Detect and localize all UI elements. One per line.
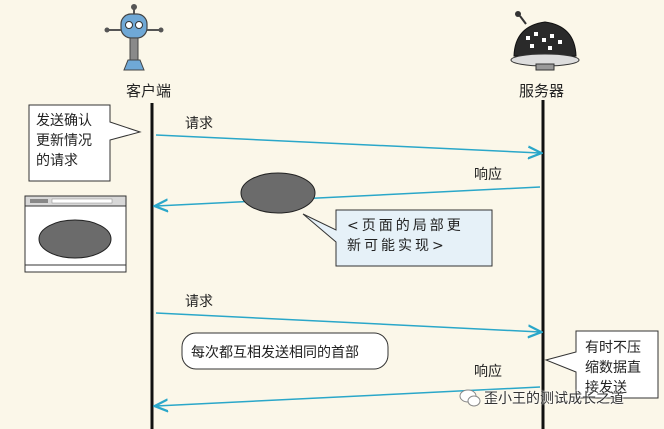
partial-update-note bbox=[302, 209, 493, 267]
request2-label: 请求 bbox=[185, 294, 213, 310]
same-headers-note-text: 每次都互相发送相同的首部 bbox=[191, 345, 359, 361]
same-headers-note bbox=[181, 332, 389, 370]
request1-label: 请求 bbox=[185, 116, 213, 132]
client-request-note-text: 发送确认 更新情况 的请求 bbox=[36, 113, 92, 169]
client-request-note bbox=[28, 104, 142, 182]
server-push-note bbox=[544, 330, 659, 399]
server-push-note-text: 有时不压 缩数据直 接发送 bbox=[585, 340, 641, 396]
response1-label: 响应 bbox=[474, 167, 502, 183]
response2-arrow bbox=[156, 386, 541, 406]
request1-arrow bbox=[155, 134, 540, 153]
client-label: 客户端 bbox=[126, 82, 172, 100]
response-blob bbox=[240, 172, 316, 214]
response2-label: 响应 bbox=[474, 364, 502, 380]
robot-server-icon bbox=[510, 11, 580, 71]
watermark-text: 歪小王的测试成长之道 bbox=[484, 391, 624, 407]
server-label: 服务器 bbox=[519, 82, 565, 100]
partial-update-note-text: <页面的局部更 新可能实现> bbox=[347, 218, 464, 254]
wechat-icon bbox=[459, 389, 481, 407]
response1-arrow bbox=[156, 186, 541, 206]
browser-window-icon bbox=[24, 195, 127, 273]
robot-client-icon bbox=[104, 4, 164, 71]
request2-arrow bbox=[155, 312, 540, 332]
